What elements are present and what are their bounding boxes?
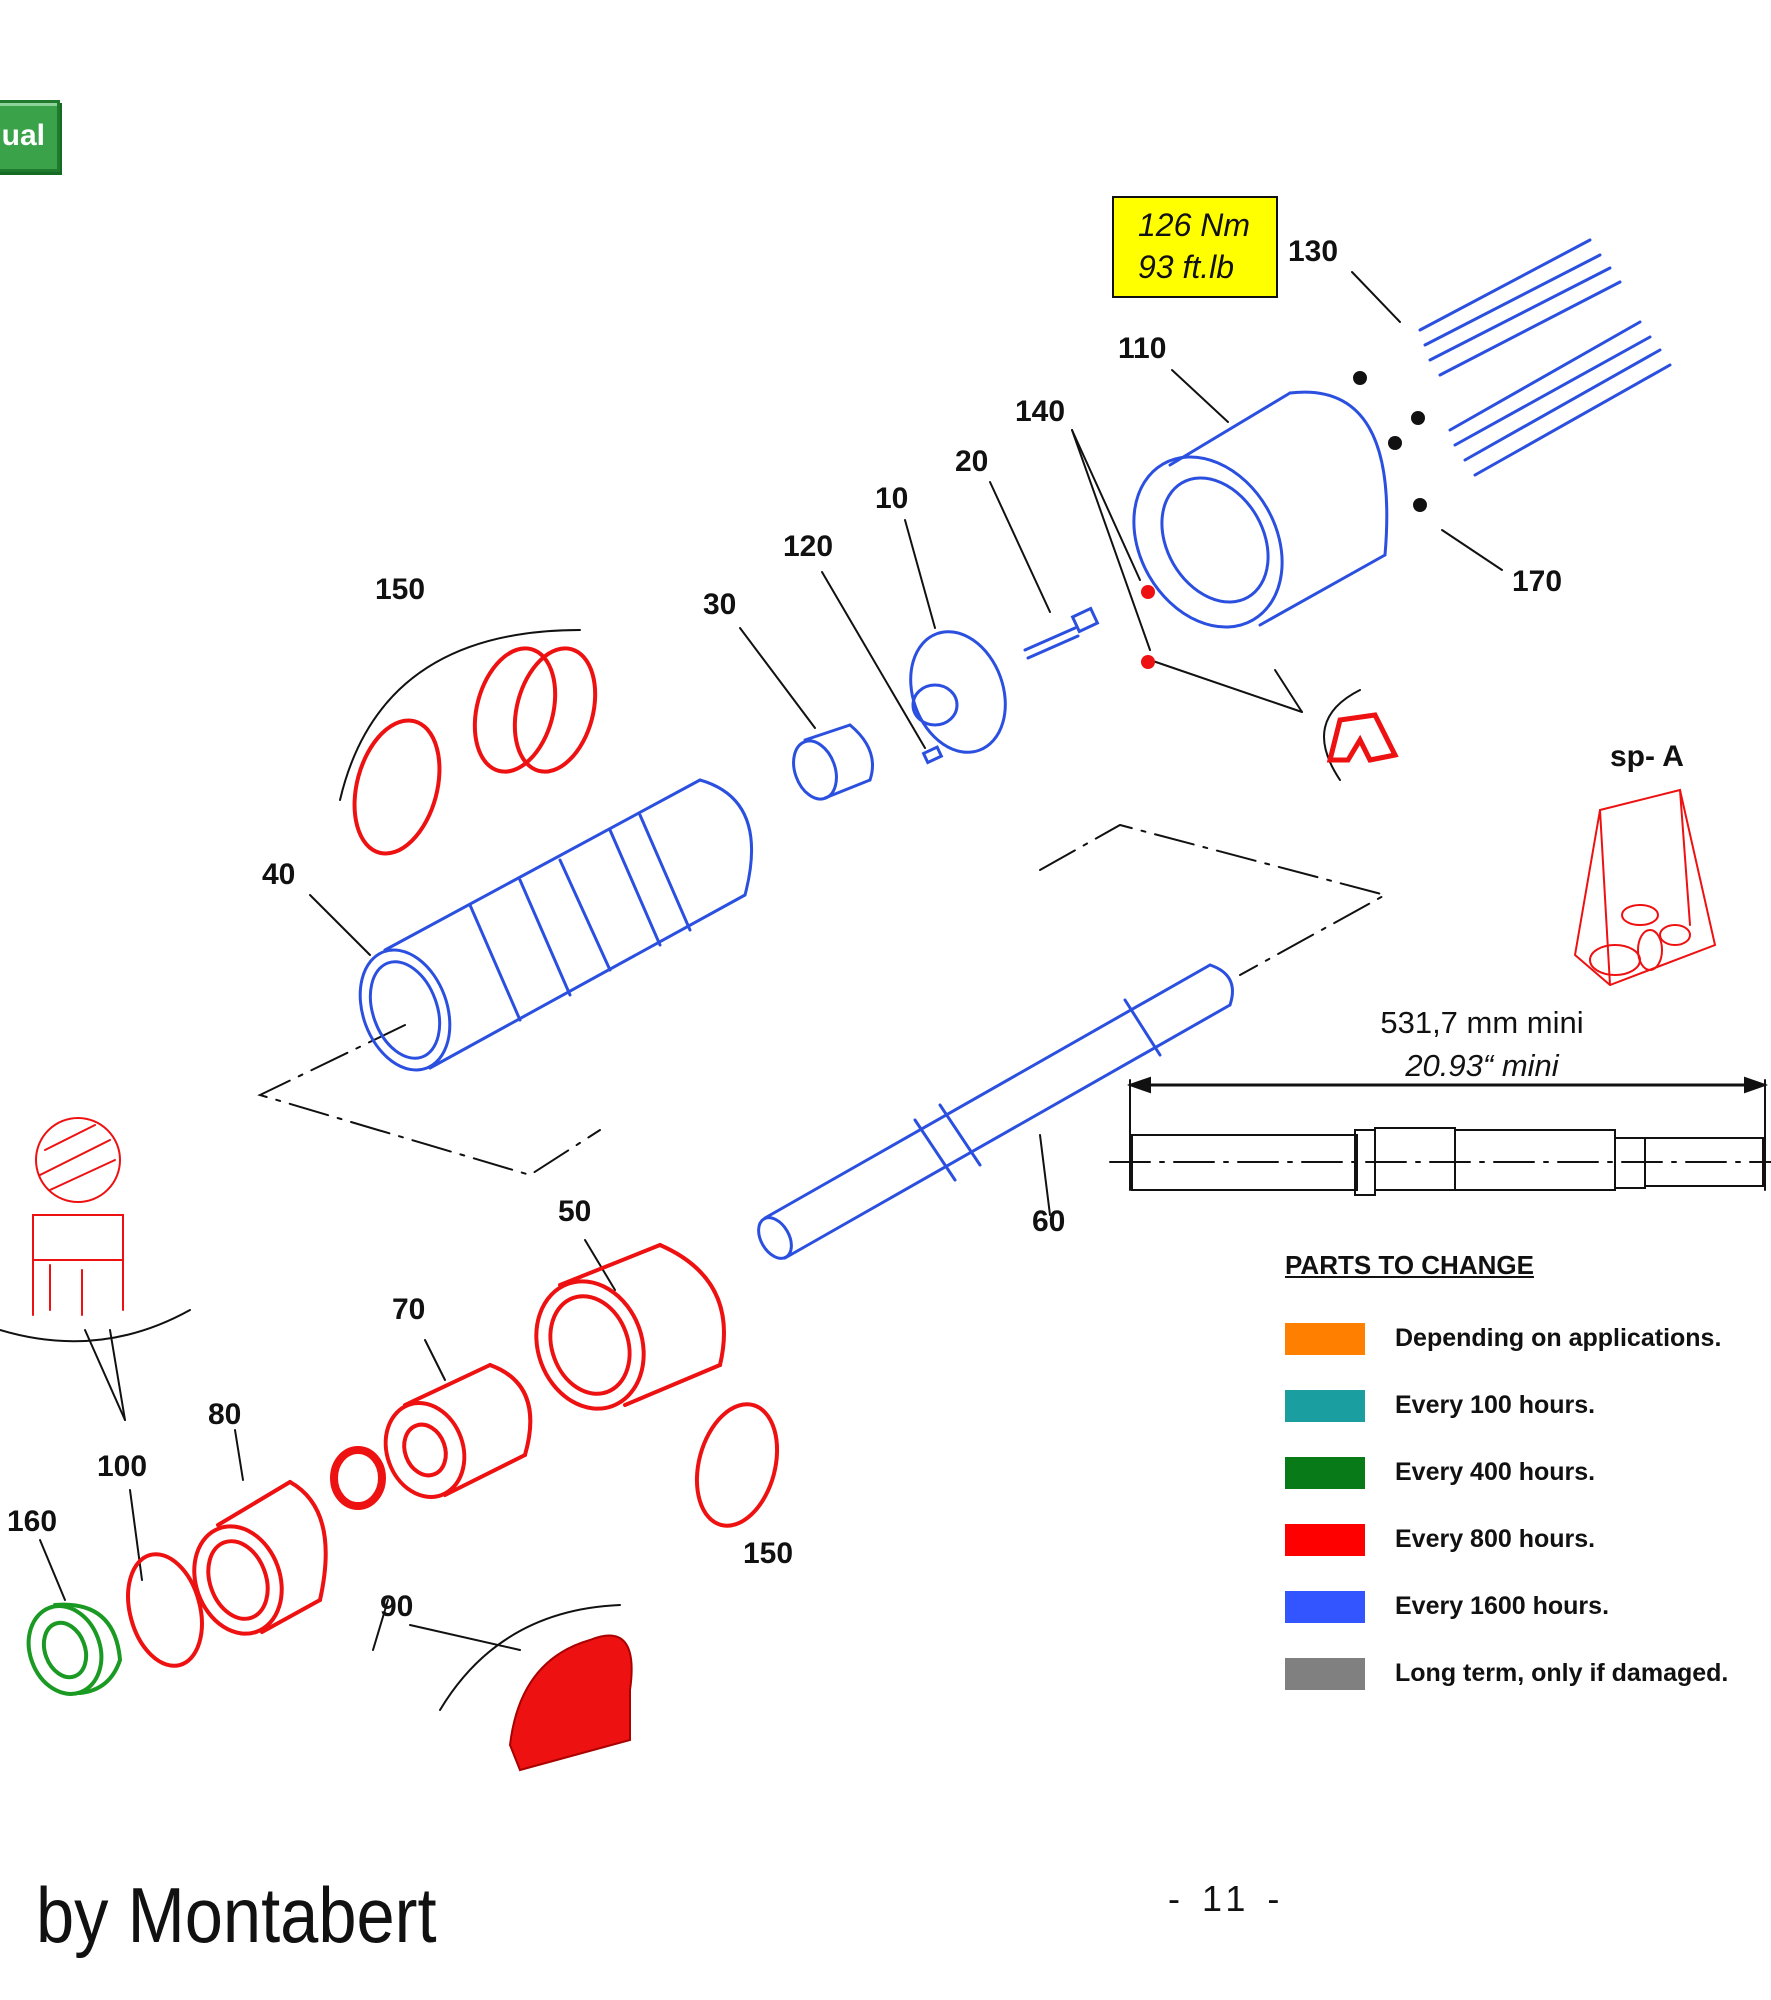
part-label-90: 90 xyxy=(380,1590,414,1623)
part-label-60: 60 xyxy=(1032,1205,1066,1238)
part-150-oring-1 xyxy=(352,718,442,856)
legend-label: Every 400 hours. xyxy=(1395,1458,1596,1486)
part-label-160: 160 xyxy=(7,1505,58,1538)
part-label-170: 170 xyxy=(1512,565,1563,598)
part-label-40: 40 xyxy=(262,858,296,891)
dimension-imperial: 20.93“ mini xyxy=(1405,1048,1559,1083)
part-140-small-orings xyxy=(1141,585,1155,669)
legend-swatch xyxy=(1285,1590,1365,1623)
legend-label: Depending on applications. xyxy=(1395,1324,1722,1352)
seal-section-detail xyxy=(32,1117,124,1316)
legend-swatch xyxy=(1285,1456,1365,1489)
part-label-20: 20 xyxy=(955,445,989,478)
part-150-oring-3 xyxy=(512,646,598,774)
parts-to-change-legend: PARTS TO CHANGE Depending on application… xyxy=(1285,1250,1765,1707)
part-label-100: 100 xyxy=(97,1450,148,1483)
part-90-ring xyxy=(330,1446,386,1510)
torque-nm: 126 Nm xyxy=(1138,207,1251,243)
part-40-sleeve xyxy=(358,778,753,1072)
part-150-oring-bottom xyxy=(694,1402,780,1528)
part-100-ring xyxy=(126,1552,204,1668)
part-label-130: 130 xyxy=(1288,235,1339,268)
page-number: - 11 - xyxy=(1168,1878,1286,1919)
part-130-bolts xyxy=(1418,238,1672,477)
part-150-oring-2 xyxy=(472,646,558,774)
part-30-bushing xyxy=(792,723,874,801)
part-label-50: 50 xyxy=(558,1195,592,1228)
legend-title: PARTS TO CHANGE xyxy=(1285,1250,1534,1280)
legend-item: Every 400 hours. xyxy=(1285,1439,1765,1506)
legend-item: Every 800 hours. xyxy=(1285,1506,1765,1573)
part-50-sleeve xyxy=(534,1243,726,1411)
legend-label: Every 1600 hours. xyxy=(1395,1592,1610,1620)
part-110-cylinder xyxy=(1132,390,1389,629)
legend-label: Every 100 hours. xyxy=(1395,1391,1596,1419)
manual-button[interactable]: ual xyxy=(0,100,60,172)
part-label-10: 10 xyxy=(875,482,909,515)
part-160-seal xyxy=(26,1602,123,1696)
part-120-pin xyxy=(921,745,944,765)
torque-ftlb: 93 ft.lb xyxy=(1138,249,1235,285)
legend-item: Every 100 hours. xyxy=(1285,1372,1765,1439)
red-parts xyxy=(32,646,1717,1668)
part-label-150-bottom: 150 xyxy=(743,1537,794,1570)
set-screws xyxy=(1353,371,1427,512)
legend-item: Every 1600 hours. xyxy=(1285,1573,1765,1640)
part-label-110: 110 xyxy=(1118,332,1167,365)
part-label-80: 80 xyxy=(208,1398,242,1431)
blue-parts xyxy=(358,238,1672,1260)
part-label-120: 120 xyxy=(783,530,834,563)
part-label-30: 30 xyxy=(703,588,737,621)
part-label-70: 70 xyxy=(392,1293,426,1326)
legend-swatch xyxy=(1285,1389,1365,1422)
legend-swatch xyxy=(1285,1322,1365,1355)
alignment-lines xyxy=(257,823,1388,1177)
part-10-flange xyxy=(909,630,1007,754)
part-20-pin xyxy=(1023,606,1100,660)
legend-item: Depending on applications. xyxy=(1285,1305,1765,1372)
shaft-dimension-drawing xyxy=(1109,1076,1771,1196)
seal-profile-detail xyxy=(1326,712,1399,763)
legend-item: Long term, only if damaged. xyxy=(1285,1640,1765,1707)
part-label-140: 140 xyxy=(1015,395,1066,428)
part-label-150-top: 150 xyxy=(375,573,426,606)
ring-profile-detail xyxy=(508,1634,633,1772)
legend-swatch xyxy=(1285,1523,1365,1556)
footer-brand: by Montabert xyxy=(36,1871,437,1959)
spare-kit-sp-a xyxy=(1573,788,1717,987)
part-70-collar xyxy=(383,1363,533,1499)
legend-label: Every 800 hours. xyxy=(1395,1525,1596,1553)
legend-label: Long term, only if damaged. xyxy=(1395,1659,1729,1687)
part-label-sp-a: sp- A xyxy=(1610,740,1684,773)
dimension-metric: 531,7 mm mini xyxy=(1380,1005,1584,1040)
part-60-shaft xyxy=(757,963,1234,1260)
legend-swatch xyxy=(1285,1657,1365,1690)
leader-lines xyxy=(0,271,1503,1711)
torque-spec-box: 126 Nm 93 ft.lb xyxy=(1112,196,1278,298)
